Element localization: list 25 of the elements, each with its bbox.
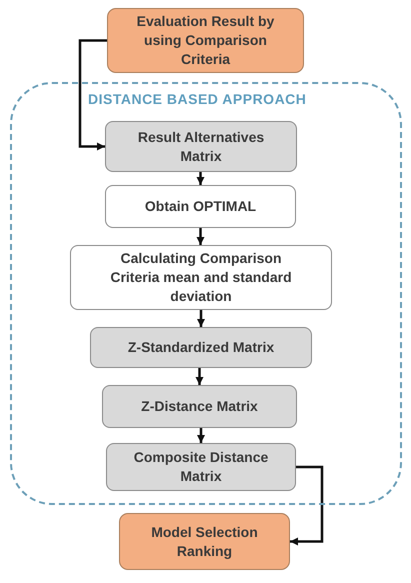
process-box xyxy=(105,121,297,172)
arrow xyxy=(197,310,205,327)
arrow xyxy=(196,172,204,185)
process-box xyxy=(70,245,332,310)
box-label: Z-Standardized Matrix xyxy=(128,338,274,357)
box-label: Calculating Comparison Criteria mean and standard deviation xyxy=(109,249,293,306)
arrow xyxy=(196,228,204,245)
box-label: Evaluation Result by using Comparison Criteria xyxy=(136,12,276,69)
arrow xyxy=(197,428,205,443)
group-title: DISTANCE BASED APPROACH xyxy=(88,91,306,108)
box-label: Z-Distance Matrix xyxy=(141,397,258,416)
arrow xyxy=(196,368,204,385)
process-box xyxy=(107,8,304,73)
box-label: Obtain OPTIMAL xyxy=(144,197,256,216)
dashed-group-border xyxy=(10,82,402,505)
process-box xyxy=(102,385,297,428)
arrow xyxy=(78,39,107,150)
process-box xyxy=(106,443,296,491)
box-label: Model Selection Ranking xyxy=(150,522,259,560)
process-box xyxy=(90,327,312,368)
box-label: Result Alternatives Matrix xyxy=(136,128,266,166)
arrow xyxy=(290,466,324,546)
process-box xyxy=(105,185,296,228)
box-label: Composite Distance Matrix xyxy=(132,448,270,486)
process-box xyxy=(119,513,290,570)
